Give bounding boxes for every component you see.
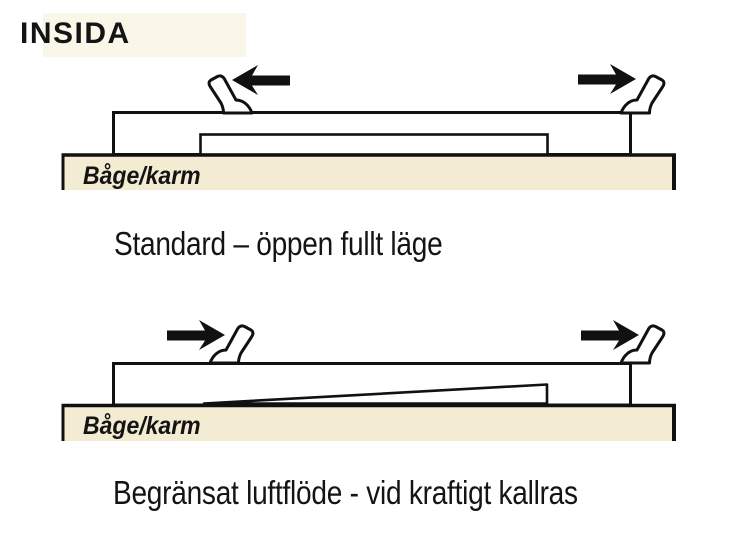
frame-label: Båge/karm bbox=[83, 162, 201, 190]
arrow-right-icon bbox=[581, 320, 639, 350]
diagram-standard-open bbox=[61, 64, 676, 190]
latch-icon-right bbox=[619, 324, 666, 365]
vent-flap-open bbox=[199, 133, 549, 156]
frame-board bbox=[63, 155, 675, 190]
latch-icon-left bbox=[208, 324, 255, 365]
vent-flap-slightly-open bbox=[202, 383, 549, 405]
diagram-limited-airflow bbox=[61, 320, 676, 441]
header-cream-strip bbox=[43, 13, 246, 57]
frame-board bbox=[63, 405, 675, 441]
caption-standard: Standard – öppen fullt läge bbox=[114, 225, 443, 262]
latch-icon-right bbox=[619, 74, 666, 115]
arrow-left-icon bbox=[232, 65, 290, 95]
page-title: INSIDA bbox=[20, 17, 131, 50]
arrow-right-icon bbox=[578, 64, 636, 94]
frame-label: Båge/karm bbox=[83, 412, 201, 440]
arrow-right-icon bbox=[167, 320, 225, 350]
caption-limited-airflow: Begränsat luftflöde - vid kraftigt kallr… bbox=[113, 474, 578, 511]
latch-icon-left bbox=[207, 74, 254, 115]
